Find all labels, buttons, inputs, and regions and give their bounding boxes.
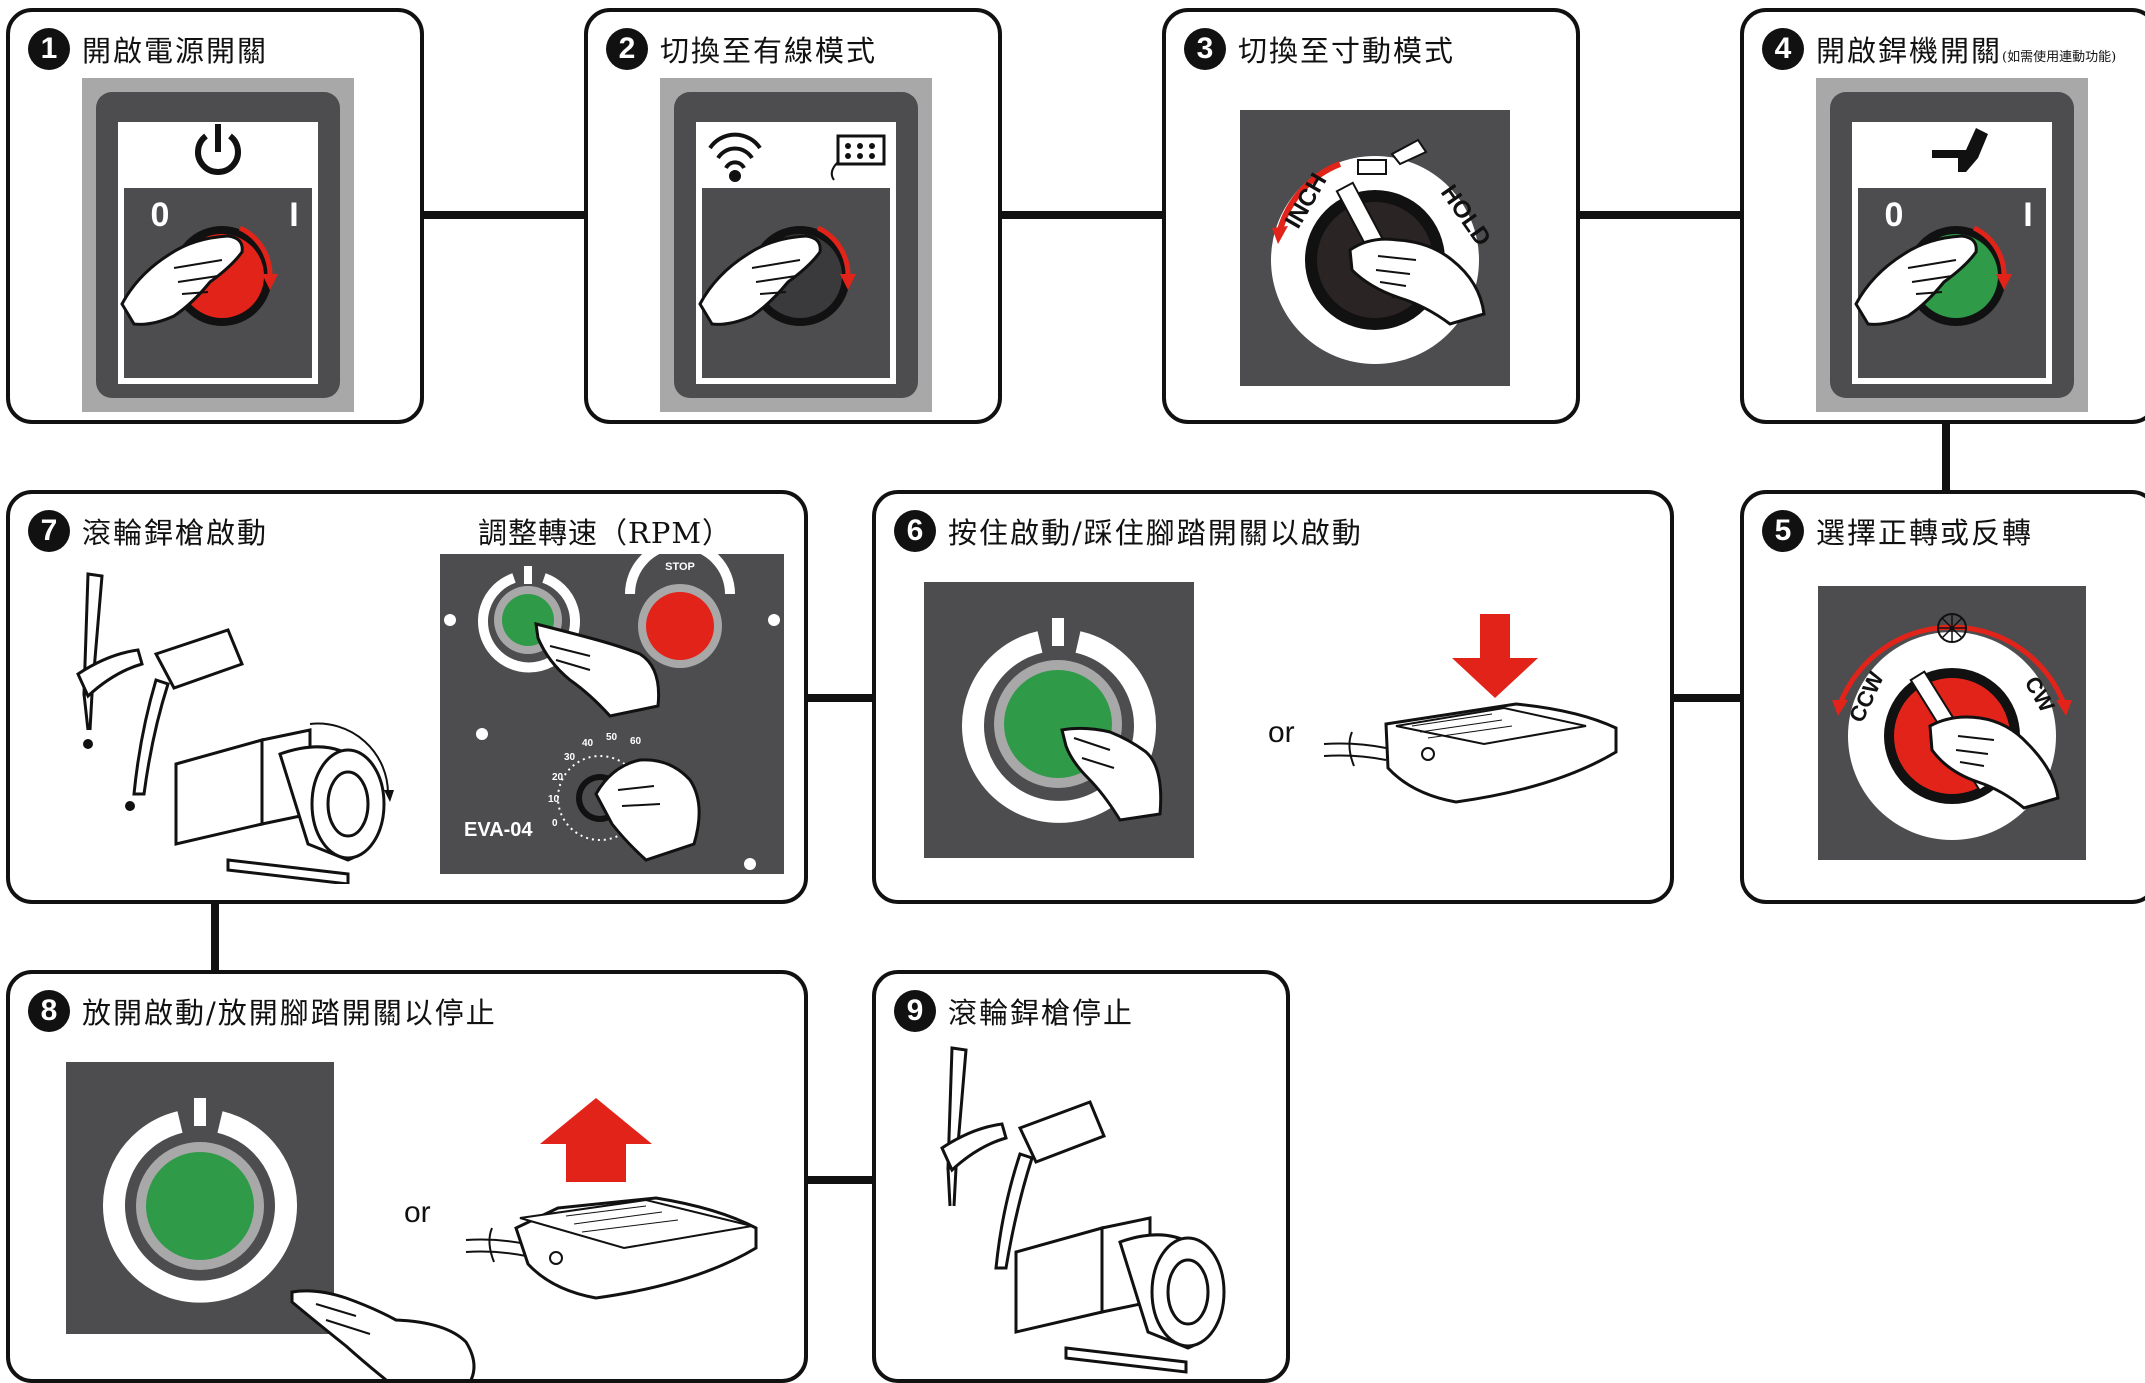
connector-1-2 bbox=[420, 211, 590, 219]
step-3-number: 3 bbox=[1184, 28, 1226, 70]
hand-icon bbox=[120, 234, 244, 326]
step-4-header: 4 開啟銲機開關(如需使用連動功能) bbox=[1762, 28, 2116, 70]
step-2-header: 2 切換至有線模式 bbox=[606, 28, 877, 70]
adjust-rpm-title: 調整轉速（RPM） bbox=[478, 516, 733, 550]
hand-icon bbox=[286, 1272, 486, 1379]
step-9-card: 9 滾輪銲槍停止 bbox=[872, 970, 1290, 1383]
step-7-card: 7 滾輪銲槍啟動 調整轉速（RPM） bbox=[6, 490, 808, 904]
hand-icon bbox=[594, 758, 701, 862]
stop-label: STOP bbox=[665, 561, 695, 573]
switch-off-label: 0 bbox=[1885, 196, 1904, 234]
step-1-number: 1 bbox=[28, 28, 70, 70]
step-5-title: 選擇正轉或反轉 bbox=[1816, 516, 2034, 550]
step-9-number: 9 bbox=[894, 990, 936, 1032]
step-1-title: 開啟電源開關 bbox=[82, 34, 269, 68]
foot-pedal-release-illustration bbox=[456, 1098, 776, 1318]
connector-3-4 bbox=[1576, 211, 1746, 219]
start-button-pressed-illustration bbox=[924, 582, 1194, 858]
wired-controller-icon bbox=[830, 134, 886, 181]
hand-icon bbox=[534, 622, 661, 718]
step-8-header: 8 放開啟動/放開腳踏開關以停止 bbox=[28, 990, 497, 1032]
start-button-released-illustration bbox=[66, 1062, 342, 1338]
step-1-header: 1 開啟電源開關 bbox=[28, 28, 268, 70]
step-9-header: 9 滾輪銲槍停止 bbox=[894, 990, 1134, 1032]
hand-icon bbox=[698, 234, 822, 326]
dial-tick-labels: 0 10 20 30 40 50 60 bbox=[548, 732, 642, 829]
controller-panel-illustration: STOP 0 10 20 30 40 50 60 bbox=[440, 554, 784, 874]
step-4-title-text: 開啟銲機開關 bbox=[1816, 34, 2003, 68]
switch-on-label: I bbox=[289, 196, 298, 234]
hand-icon bbox=[1348, 237, 1486, 326]
step-6-header: 6 按住啟動/踩住腳踏開關以啟動 bbox=[894, 510, 1363, 552]
down-arrow-icon bbox=[1452, 614, 1538, 698]
roller-wheel-icon bbox=[174, 728, 386, 884]
dial-tick-0: 0 bbox=[552, 818, 558, 829]
dial-tick-10: 10 bbox=[548, 794, 560, 805]
start-button bbox=[478, 566, 580, 673]
model-label: EVA-04 bbox=[464, 819, 533, 841]
roller-torch-running-illustration bbox=[48, 554, 428, 884]
foot-pedal-press-illustration bbox=[1316, 614, 1636, 824]
step-4-number: 4 bbox=[1762, 28, 1804, 70]
step-8-card: 8 放開啟動/放開腳踏開關以停止 or bbox=[6, 970, 808, 1383]
dial-tick-60: 60 bbox=[630, 736, 642, 747]
dial-tick-30: 30 bbox=[564, 752, 576, 763]
step-5-header: 5 選擇正轉或反轉 bbox=[1762, 510, 2033, 552]
step-5-card: 5 選擇正轉或反轉 CCW CW bbox=[1740, 490, 2145, 904]
connector-8-9 bbox=[804, 1176, 878, 1184]
step-5-number: 5 bbox=[1762, 510, 1804, 552]
connector-5-6 bbox=[1668, 694, 1746, 702]
step-4-card: 4 開啟銲機開關(如需使用連動功能) 0 I bbox=[1740, 8, 2145, 424]
step-3-title: 切換至寸動模式 bbox=[1238, 34, 1456, 68]
connector-4-5 bbox=[1942, 418, 1950, 498]
fan-icon bbox=[1937, 613, 1967, 643]
connector-2-3 bbox=[998, 211, 1168, 219]
dial-tick-20: 20 bbox=[552, 772, 564, 783]
step-4-title: 開啟銲機開關(如需使用連動功能) bbox=[1816, 28, 2116, 70]
or-label: or bbox=[1268, 716, 1295, 749]
dial-tick-40: 40 bbox=[582, 738, 594, 749]
step-6-number: 6 bbox=[894, 510, 936, 552]
connector-6-7 bbox=[804, 694, 878, 702]
step-7-header: 7 滾輪銲槍啟動 bbox=[28, 510, 268, 552]
welding-torch-icon bbox=[76, 572, 244, 796]
step-7-number: 7 bbox=[28, 510, 70, 552]
stop-button: STOP bbox=[625, 554, 735, 668]
foot-pedal-icon bbox=[1390, 138, 1428, 166]
step-7-title: 滾輪銲槍啟動 bbox=[82, 516, 269, 550]
step-2-card: 2 切換至有線模式 bbox=[584, 8, 1002, 424]
welding-torch-icon bbox=[940, 1046, 1106, 1270]
wireless-icon bbox=[708, 132, 762, 182]
hand-icon bbox=[1060, 726, 1163, 822]
step-2-title: 切換至有線模式 bbox=[660, 34, 878, 68]
or-label: or bbox=[404, 1196, 431, 1229]
step-2-number: 2 bbox=[606, 28, 648, 70]
power-icon bbox=[195, 124, 241, 175]
step-6-title: 按住啟動/踩住腳踏開關以啟動 bbox=[948, 516, 1363, 550]
hand-icon bbox=[1928, 715, 2060, 810]
roller-torch-stopped-illustration bbox=[916, 1038, 1256, 1374]
welder-switch-illustration: 0 I bbox=[1816, 78, 2088, 412]
step-9-title: 滾輪銲槍停止 bbox=[948, 996, 1135, 1030]
connector-7-8 bbox=[211, 900, 219, 976]
switch-off-label: 0 bbox=[151, 196, 170, 234]
hand-icon bbox=[1854, 234, 1978, 326]
direction-selector-illustration: CCW CW bbox=[1818, 586, 2086, 860]
step-1-card: 1 開啟電源開關 0 I bbox=[6, 8, 424, 424]
inch-hold-selector-illustration: INCH HOLD bbox=[1240, 110, 1510, 386]
dial-tick-50: 50 bbox=[606, 732, 618, 743]
up-arrow-icon bbox=[540, 1098, 652, 1182]
step-8-title: 放開啟動/放開腳踏開關以停止 bbox=[82, 996, 497, 1030]
power-switch-illustration: 0 I bbox=[82, 78, 354, 412]
switch-on-label: I bbox=[2023, 196, 2032, 234]
welding-torch-icon bbox=[1932, 128, 1988, 172]
roller-wheel-icon bbox=[1014, 1216, 1226, 1374]
step-3-header: 3 切換至寸動模式 bbox=[1184, 28, 1455, 70]
step-3-card: 3 切換至寸動模式 INCH HOLD bbox=[1162, 8, 1580, 424]
step-4-note: (如需使用連動功能) bbox=[2002, 50, 2117, 65]
step-8-number: 8 bbox=[28, 990, 70, 1032]
step-6-card: 6 按住啟動/踩住腳踏開關以啟動 or bbox=[872, 490, 1674, 904]
mode-switch-illustration bbox=[660, 78, 932, 412]
